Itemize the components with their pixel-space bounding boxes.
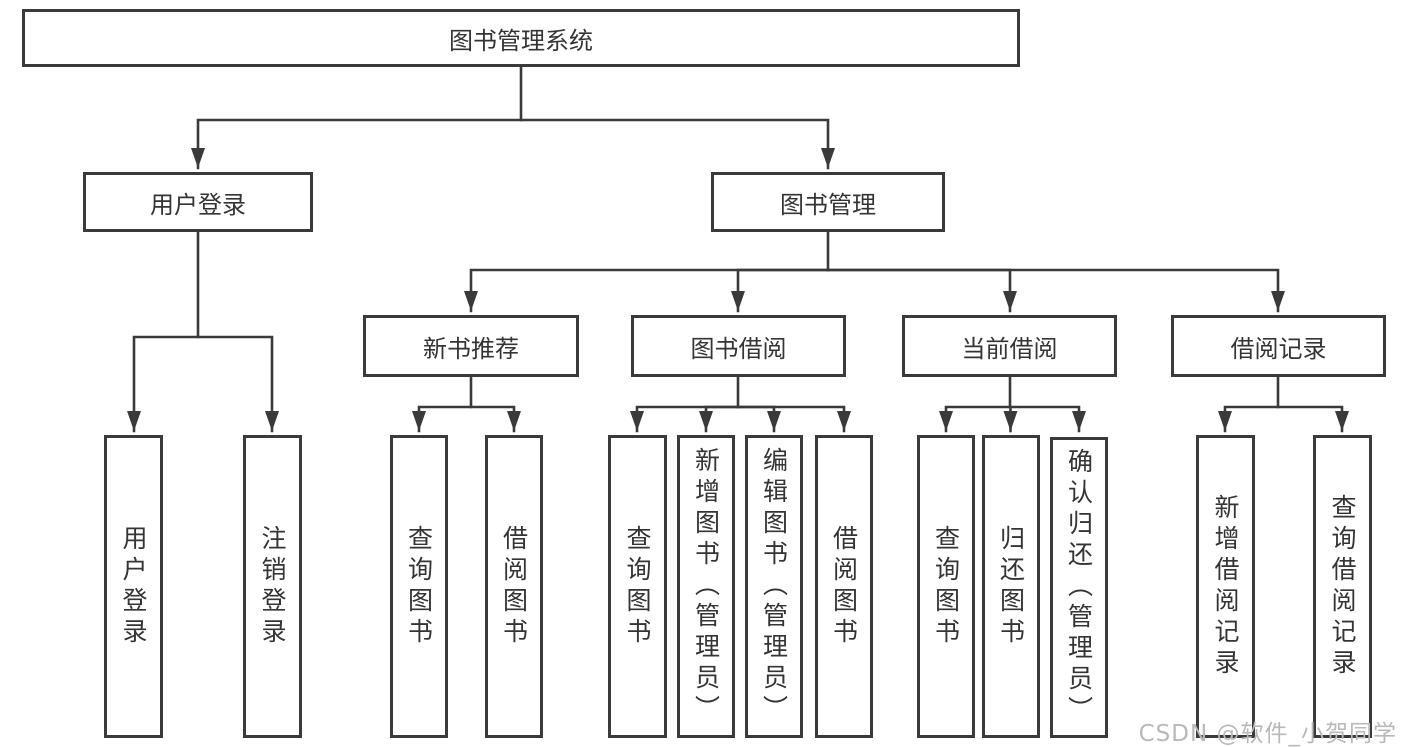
- leaf-newbook-borrow-books: 借阅图书: [485, 435, 543, 738]
- node-root-library-system: 图书管理系统: [22, 9, 1020, 67]
- csdn-watermark: CSDN @软件_小贺同学: [1138, 721, 1397, 747]
- node-user-login: 用户登录: [83, 172, 313, 232]
- leaf-return-books: 归还图书: [982, 435, 1040, 738]
- leaf-borrow-query-books: 查询图书: [608, 435, 667, 738]
- node-book-management: 图书管理: [711, 172, 945, 232]
- leaf-borrow-books: 借阅图书: [815, 435, 873, 738]
- leaf-logout: 注销登录: [243, 435, 302, 738]
- leaf-add-books-admin: 新增图书（管理员）: [677, 435, 735, 738]
- leaf-newbook-query-books: 查询图书: [390, 435, 448, 738]
- node-new-book-recommend: 新书推荐: [363, 315, 579, 377]
- leaf-query-borrow-record: 查询借阅记录: [1313, 435, 1372, 738]
- leaf-confirm-return-admin: 确认归还（管理员）: [1050, 437, 1108, 738]
- leaf-current-query-books: 查询图书: [917, 435, 975, 738]
- node-book-borrow: 图书借阅: [631, 315, 846, 377]
- leaf-edit-books-admin: 编辑图书（管理员）: [745, 435, 803, 738]
- leaf-add-borrow-record: 新增借阅记录: [1196, 435, 1255, 738]
- node-borrow-records: 借阅记录: [1171, 315, 1386, 377]
- leaf-user-login: 用户登录: [104, 435, 163, 738]
- node-current-borrow: 当前借阅: [902, 315, 1117, 377]
